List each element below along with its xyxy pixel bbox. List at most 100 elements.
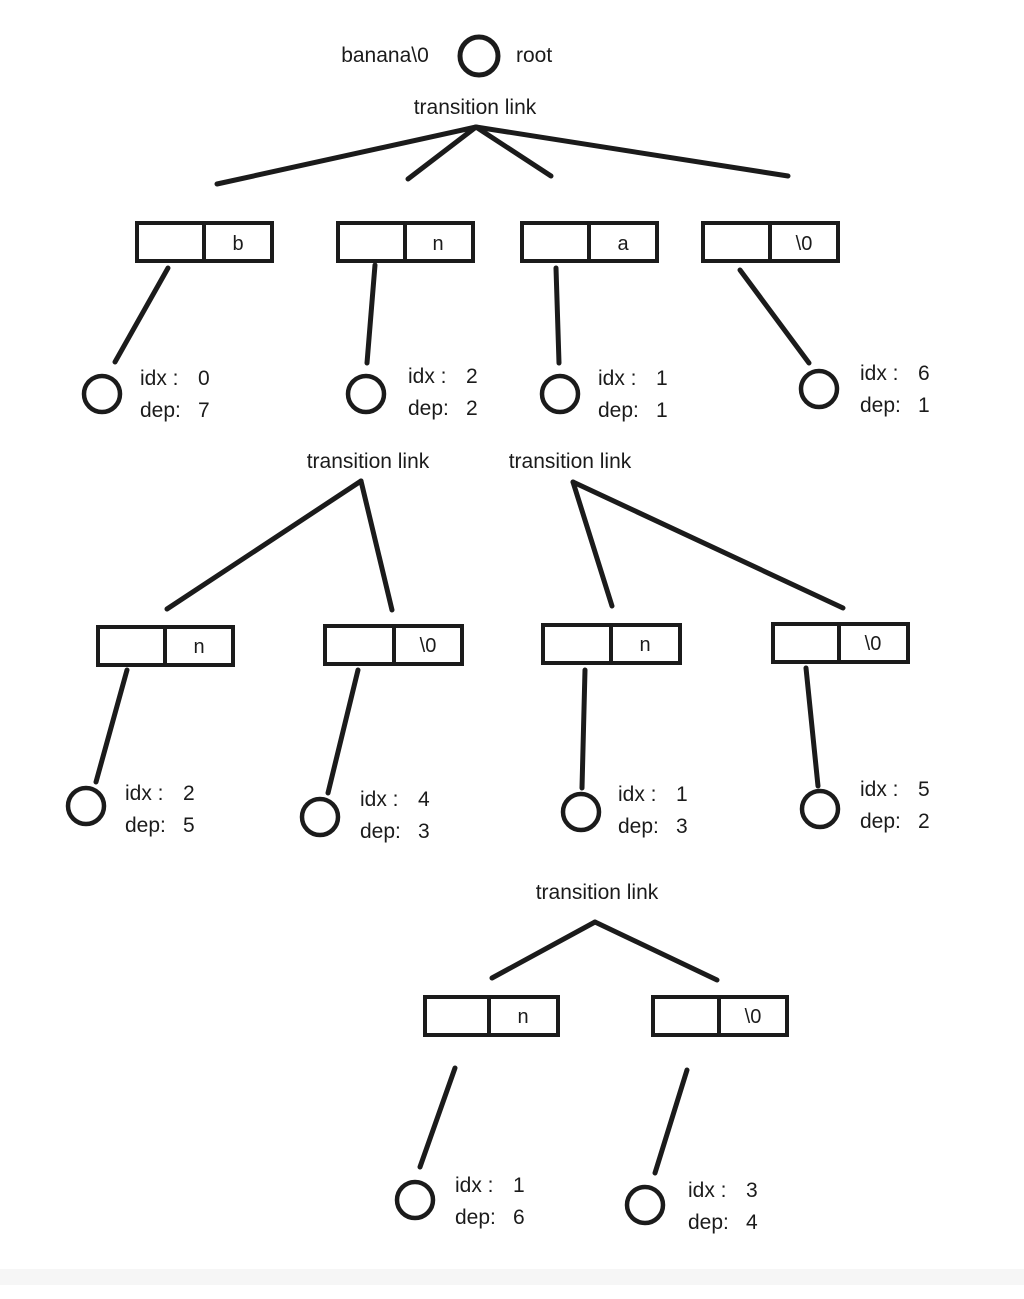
transition-edge-line [214, 124, 479, 187]
edge-box-level2-right-nul: \0 [771, 622, 910, 664]
edge-char: n [517, 1006, 528, 1028]
idx-label: idx : [618, 783, 657, 806]
level2-fan-lines [164, 478, 846, 613]
edge-box-level1-nul: \0 [701, 221, 840, 263]
root-node-circle [457, 34, 501, 78]
bottom-artifact-band [0, 1269, 1024, 1285]
leaf-node-circle [394, 1179, 436, 1221]
node-link-line [737, 267, 812, 366]
transition-edge-line [570, 479, 846, 611]
string-label: banana\0 [341, 44, 429, 67]
leaf-node-level2-0: idx : 2 dep: 5 [65, 782, 195, 837]
edge-box-level1-a: a [520, 221, 659, 263]
dep-label: dep: [618, 815, 659, 838]
dep-value: 3 [676, 815, 688, 838]
dep-value: 2 [466, 397, 478, 420]
leaf-node-level2-2: idx : 1 dep: 3 [560, 783, 688, 838]
edge-char: n [639, 634, 650, 656]
leaf-node-circle [799, 788, 841, 830]
leaf-node-circle [539, 373, 581, 415]
level1-leaf-links [112, 262, 812, 366]
transition-edge-line [570, 479, 615, 609]
leaf-node-level1-0: idx : 0 dep: 7 [81, 367, 210, 422]
node-link-line [553, 265, 562, 366]
transition-link-label-3: transition link [509, 450, 632, 473]
edge-char: a [617, 233, 629, 255]
dep-label: dep: [125, 814, 166, 837]
idx-label: idx : [125, 782, 164, 805]
idx-label: idx : [360, 788, 399, 811]
leaf-node-level1-2: idx : 1 dep: 1 [539, 367, 668, 422]
dep-value: 6 [513, 1206, 525, 1229]
leaf-node-circle [65, 785, 107, 827]
dep-value: 1 [918, 394, 930, 417]
dep-label: dep: [860, 810, 901, 833]
level2-leaf-links [93, 665, 821, 796]
leaf-node-level2-1: idx : 4 dep: 3 [299, 788, 430, 843]
top-fan-lines [214, 124, 791, 187]
leaf-node-circle [299, 796, 341, 838]
edge-box-level1-n: n [336, 221, 475, 263]
node-link-line [93, 667, 130, 785]
dep-label: dep: [360, 820, 401, 843]
leaf-node-circle [624, 1184, 666, 1226]
dep-value: 7 [198, 399, 210, 422]
idx-label: idx : [455, 1174, 494, 1197]
edge-box-level3-nul: \0 [651, 995, 789, 1037]
leaf-node-circle [345, 373, 387, 415]
edge-box-level2-left-nul: \0 [323, 624, 464, 666]
leaf-node-circle [798, 368, 840, 410]
leaf-node-circle [560, 791, 602, 833]
dep-label: dep: [860, 394, 901, 417]
transition-edge-line [473, 124, 791, 179]
idx-label: idx : [598, 367, 637, 390]
dep-label: dep: [408, 397, 449, 420]
node-link-line [112, 265, 171, 365]
node-link-line [325, 667, 361, 796]
node-link-line [364, 262, 378, 366]
level3-fan-lines [489, 919, 720, 983]
leaf-node-level3-0: idx : 1 dep: 6 [394, 1174, 525, 1229]
dep-value: 5 [183, 814, 195, 837]
idx-label: idx : [860, 362, 899, 385]
edge-char: \0 [865, 633, 882, 655]
dep-label: dep: [455, 1206, 496, 1229]
idx-value: 6 [918, 362, 930, 385]
idx-value: 1 [676, 783, 688, 806]
idx-value: 0 [198, 367, 210, 390]
edge-box-level3-n: n [423, 995, 560, 1037]
idx-label: idx : [408, 365, 447, 388]
transition-edge-line [489, 919, 598, 981]
dep-label: dep: [598, 399, 639, 422]
dep-label: dep: [688, 1211, 729, 1234]
idx-label: idx : [860, 778, 899, 801]
node-link-line [803, 665, 821, 789]
idx-value: 4 [418, 788, 430, 811]
transition-link-label-4: transition link [536, 881, 659, 904]
level3-leaf-links [417, 1065, 690, 1176]
dep-value: 2 [918, 810, 930, 833]
edge-char: b [232, 233, 243, 255]
edge-box-level1-b: b [135, 221, 274, 263]
edge-char: \0 [745, 1006, 762, 1028]
leaf-node-level2-3: idx : 5 dep: 2 [799, 778, 930, 833]
idx-value: 2 [183, 782, 195, 805]
idx-value: 1 [513, 1174, 525, 1197]
idx-label: idx : [140, 367, 179, 390]
idx-label: idx : [688, 1179, 727, 1202]
transition-edge-line [164, 478, 364, 612]
idx-value: 1 [656, 367, 668, 390]
leaf-node-level1-3: idx : 6 dep: 1 [798, 362, 930, 417]
root-label: root [516, 44, 552, 67]
dep-label: dep: [140, 399, 181, 422]
idx-value: 3 [746, 1179, 758, 1202]
transition-edge-line [473, 124, 554, 179]
edge-char: \0 [796, 233, 813, 255]
transition-edge-line [592, 919, 720, 983]
leaf-node-level3-1: idx : 3 dep: 4 [624, 1179, 758, 1234]
edge-box [423, 995, 560, 1037]
edge-box-level2-left-n: n [96, 625, 235, 667]
idx-value: 2 [466, 365, 478, 388]
